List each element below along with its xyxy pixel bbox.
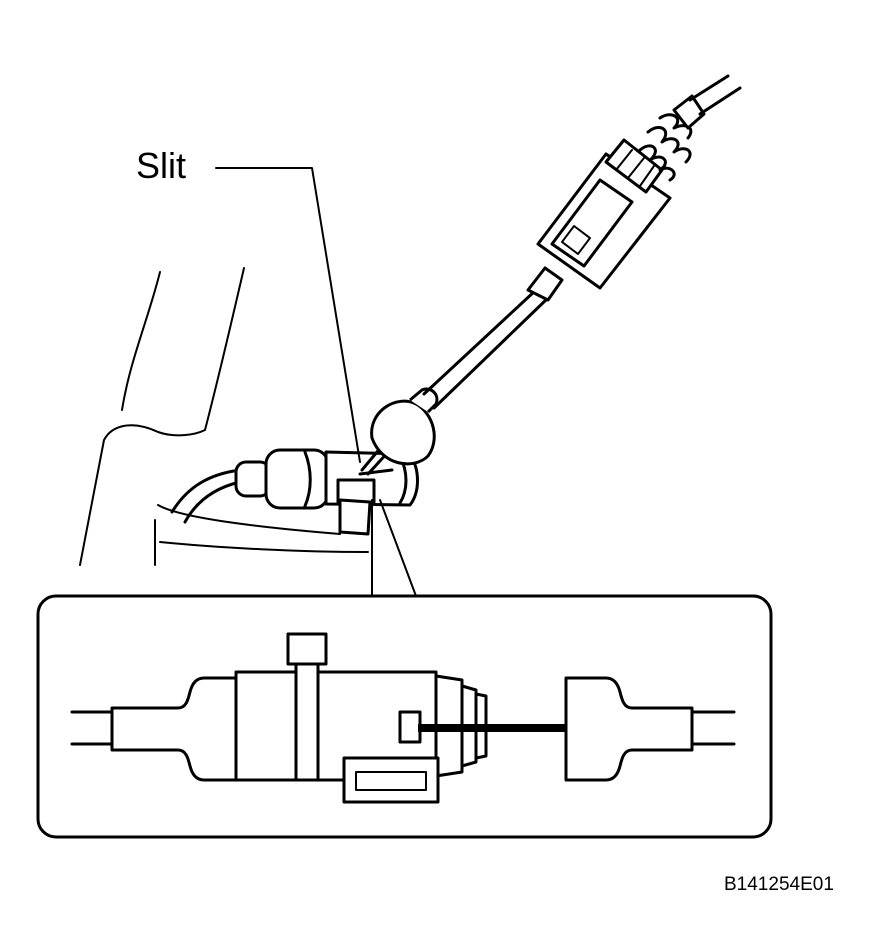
detail-left-cable	[70, 676, 238, 782]
figure-code: B141254E01	[724, 874, 834, 895]
detail-callout-lines	[371, 499, 417, 597]
lead-cable	[688, 74, 742, 116]
probe-spring	[638, 94, 706, 182]
detail-probe-pin	[418, 724, 568, 732]
slit-leader-line	[215, 167, 361, 463]
detail-inset	[36, 594, 773, 839]
detail-connector-body	[234, 632, 488, 804]
wire-harness	[170, 468, 242, 524]
test-probe	[370, 138, 672, 466]
slit-label: Slit	[136, 145, 187, 186]
main-connector	[234, 448, 419, 536]
body-panel	[79, 267, 369, 566]
detail-right-probe	[564, 676, 736, 782]
